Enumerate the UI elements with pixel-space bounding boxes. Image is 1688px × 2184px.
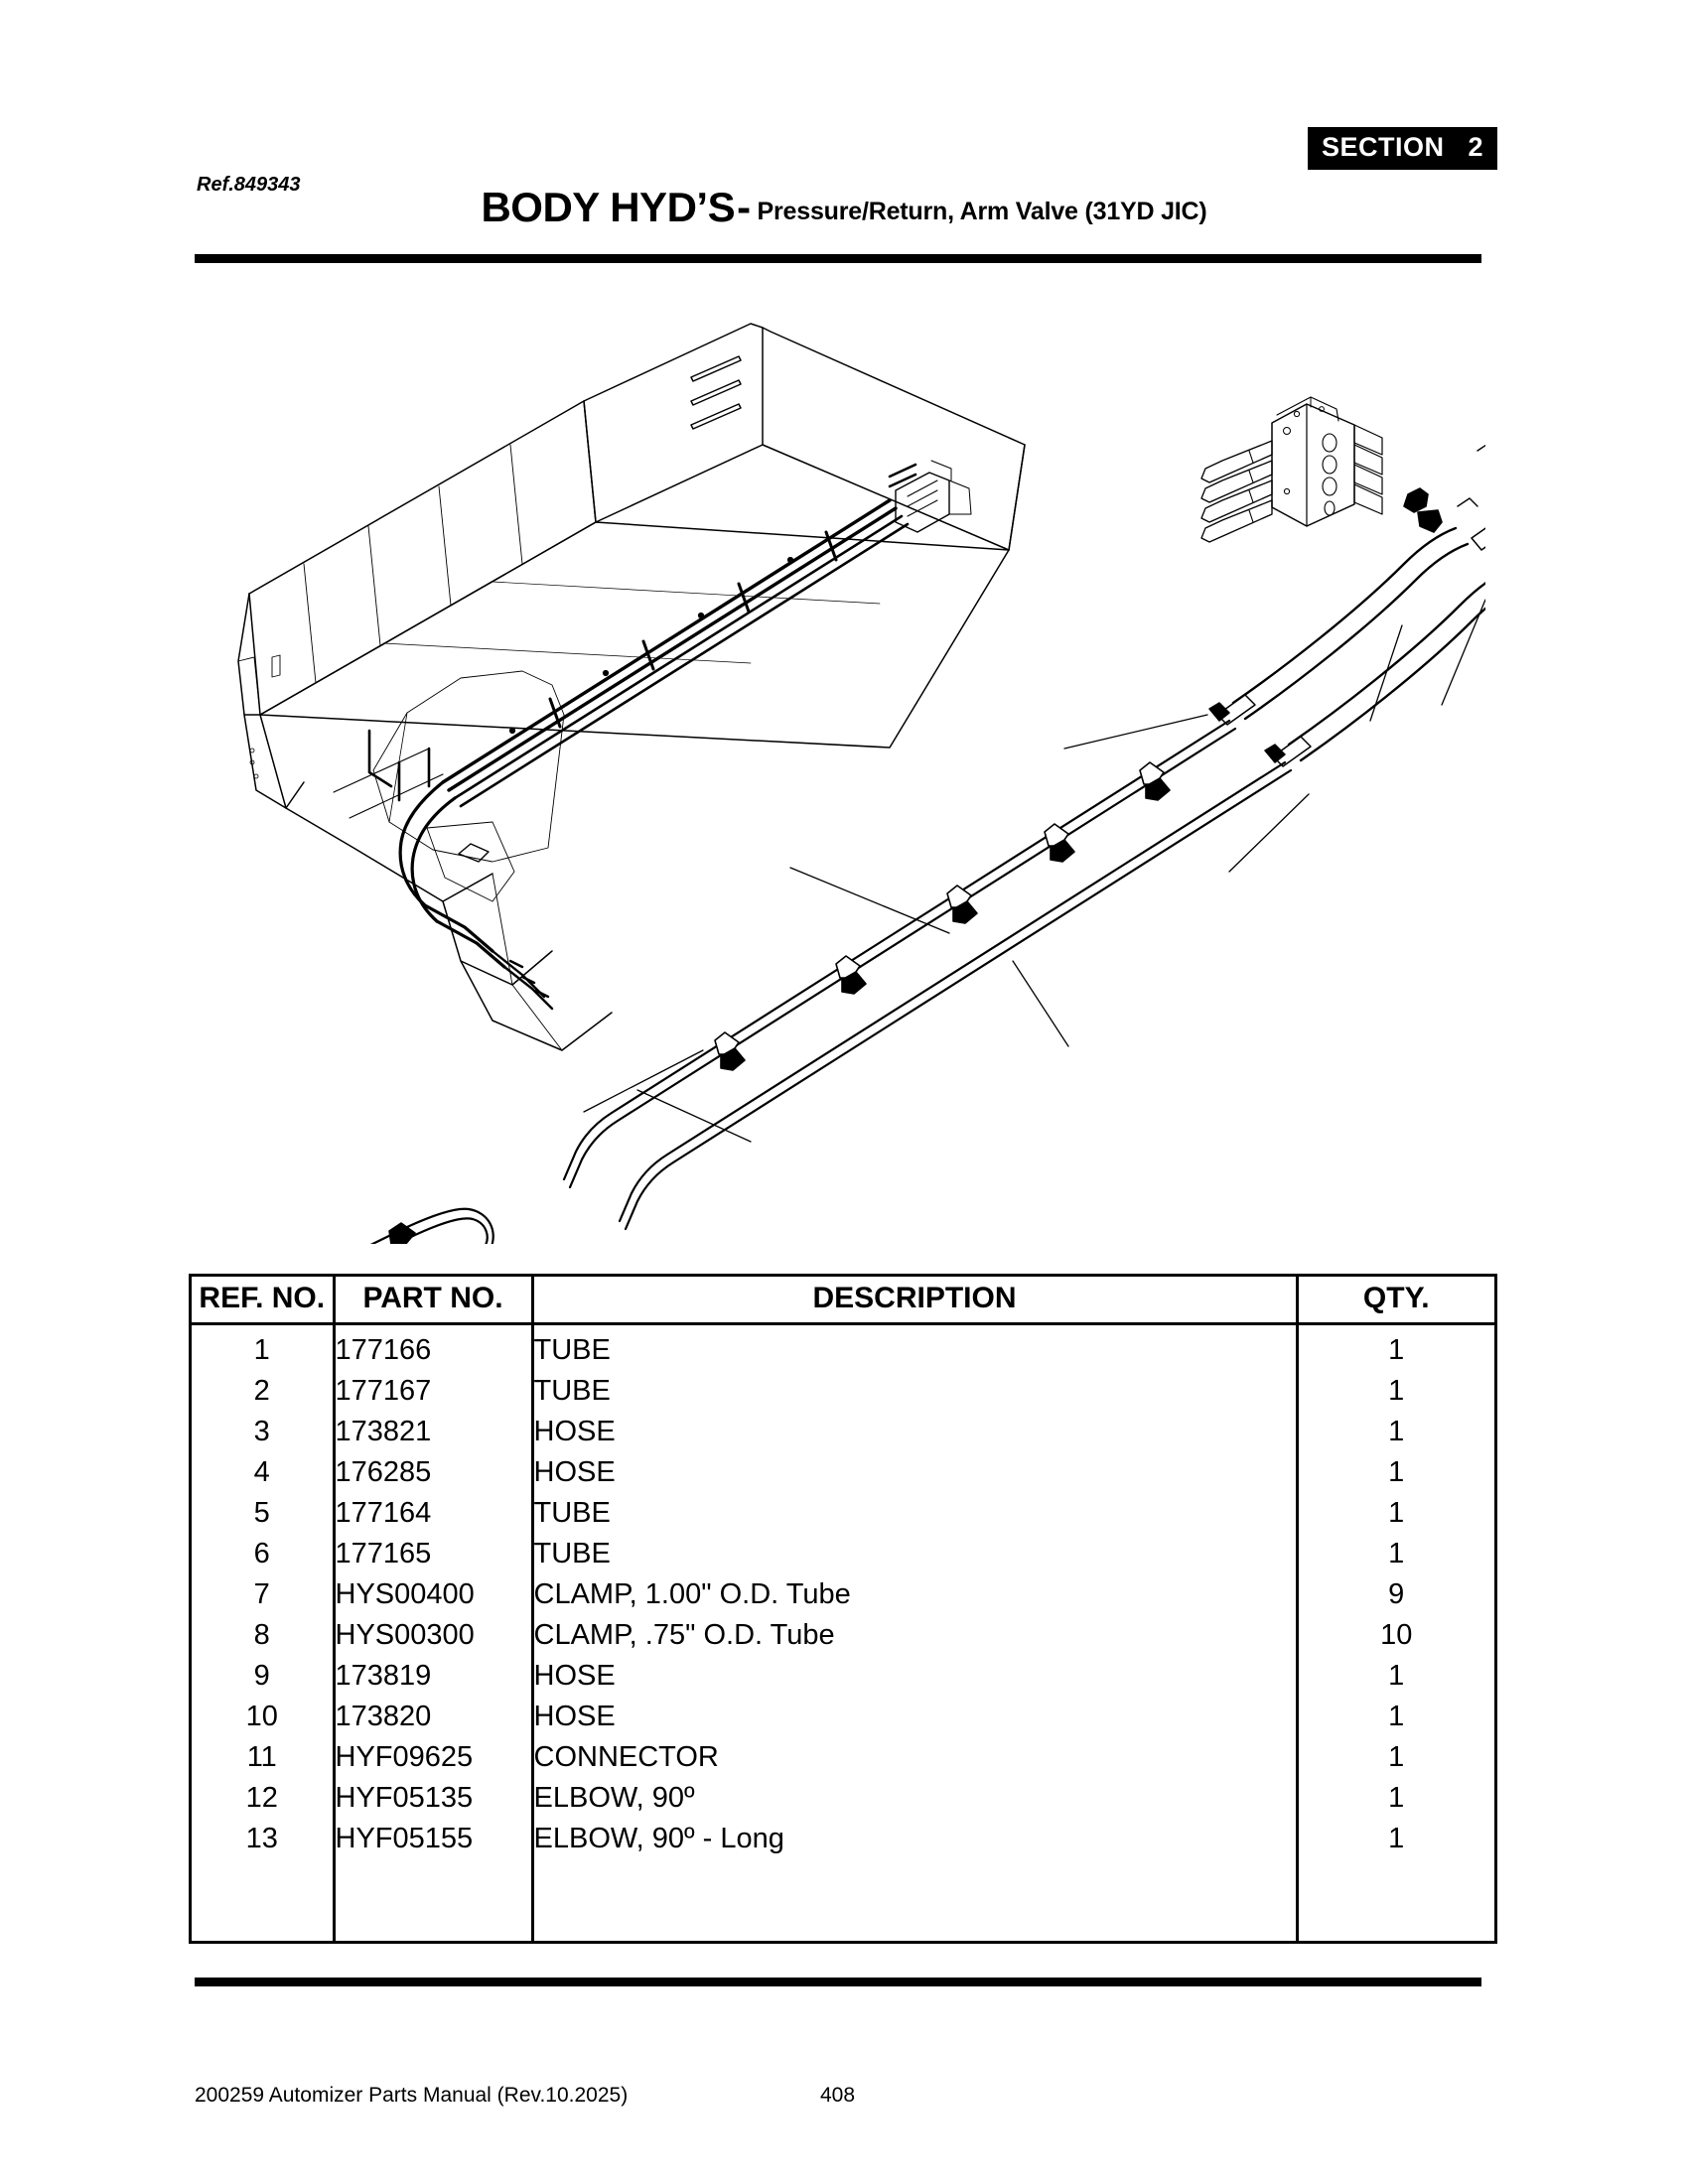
title-subtitle: Pressure/Return, Arm Valve (31YD JIC) bbox=[757, 198, 1207, 225]
cell-qty: 1 bbox=[1388, 1456, 1405, 1488]
cell-qty: 10 bbox=[1380, 1619, 1413, 1651]
cell-ref-no: 9 bbox=[192, 1656, 336, 1697]
arm-valve-manifold bbox=[1200, 396, 1383, 543]
cell-description: ELBOW, 90º - Long bbox=[532, 1819, 1299, 1859]
cell-part-no: HYF09625 bbox=[334, 1737, 534, 1778]
cell-qty: 1 bbox=[1388, 1701, 1405, 1732]
cell-part-no: 177164 bbox=[334, 1493, 534, 1534]
cell-ref-no: 2 bbox=[192, 1371, 336, 1412]
cell-qty: 1 bbox=[1388, 1782, 1405, 1814]
cell-description: CLAMP, 1.00" O.D. Tube bbox=[532, 1574, 1299, 1615]
cell-ref-no: 3 bbox=[192, 1412, 336, 1452]
cell-qty: 1 bbox=[1388, 1334, 1405, 1366]
cell-description: TUBE bbox=[532, 1534, 1299, 1574]
cell-ref-no: 7 bbox=[192, 1574, 336, 1615]
cell-part-no: 176285 bbox=[334, 1452, 534, 1493]
cell-ref-no: 5 bbox=[192, 1493, 336, 1534]
cell-part-no: HYF05155 bbox=[334, 1819, 534, 1859]
tube-clamps bbox=[714, 761, 1171, 1071]
title-main: BODY HYD’S bbox=[481, 184, 736, 230]
reference-number: Ref.849343 bbox=[197, 174, 301, 196]
cell-ref-no: 12 bbox=[192, 1778, 336, 1819]
table-header-row: REF. NO. PART NO. DESCRIPTION QTY. bbox=[192, 1277, 1494, 1325]
cell-description: HOSE bbox=[532, 1697, 1299, 1737]
cell-ref-no: 8 bbox=[192, 1615, 336, 1656]
cell-qty: 1 bbox=[1388, 1741, 1405, 1773]
cell-ref-no: 10 bbox=[192, 1697, 336, 1737]
cell-qty: 9 bbox=[1388, 1578, 1405, 1610]
section-label: SECTION bbox=[1321, 132, 1445, 162]
cell-description: HOSE bbox=[532, 1656, 1299, 1697]
long-tube-run bbox=[562, 719, 1293, 1231]
elbow-fittings-group bbox=[1403, 487, 1443, 533]
footer-page-number: 408 bbox=[820, 2084, 856, 2107]
hose-end-fittings bbox=[1208, 527, 1485, 767]
cell-part-no: HYS00400 bbox=[334, 1574, 534, 1615]
cell-part-no: 177165 bbox=[334, 1534, 534, 1574]
cell-part-no: HYF05135 bbox=[334, 1778, 534, 1819]
header-divider-rule bbox=[195, 254, 1481, 263]
cell-part-no: 173821 bbox=[334, 1412, 534, 1452]
cell-description: HOSE bbox=[532, 1412, 1299, 1452]
column-header-part-no: PART NO. bbox=[334, 1277, 534, 1325]
section-badge: SECTION 2 bbox=[1307, 127, 1497, 170]
cell-description: CLAMP, .75" O.D. Tube bbox=[532, 1615, 1299, 1656]
truck-body-assembly bbox=[237, 323, 1026, 1051]
cell-qty: 1 bbox=[1388, 1538, 1405, 1570]
cell-ref-no: 1 bbox=[192, 1330, 336, 1371]
cell-qty: 1 bbox=[1388, 1823, 1405, 1854]
cell-qty: 1 bbox=[1388, 1497, 1405, 1529]
cell-ref-no: 13 bbox=[192, 1819, 336, 1859]
pressure-return-hoses bbox=[1231, 526, 1485, 762]
cell-part-no: 177166 bbox=[334, 1330, 534, 1371]
exploded-parts-illustration bbox=[195, 266, 1485, 1244]
leader-lines-long-run bbox=[583, 599, 1485, 1143]
section-number: 2 bbox=[1468, 132, 1483, 162]
column-header-qty: QTY. bbox=[1297, 1277, 1494, 1325]
cell-qty: 1 bbox=[1388, 1416, 1405, 1447]
cell-part-no: 173820 bbox=[334, 1697, 534, 1737]
cell-part-no: HYS00300 bbox=[334, 1615, 534, 1656]
table-empty-row bbox=[192, 1859, 1494, 1900]
title-dash: - bbox=[737, 184, 752, 230]
cell-description: ELBOW, 90º bbox=[532, 1778, 1299, 1819]
header-rule-spacer bbox=[192, 1322, 1494, 1330]
footer-divider-rule bbox=[195, 1978, 1481, 1986]
column-header-description: DESCRIPTION bbox=[532, 1277, 1299, 1325]
cell-description: HOSE bbox=[532, 1452, 1299, 1493]
cell-part-no: 177167 bbox=[334, 1371, 534, 1412]
cell-qty: 1 bbox=[1388, 1375, 1405, 1407]
column-header-ref-no: REF. NO. bbox=[192, 1277, 336, 1325]
cell-description: CONNECTOR bbox=[532, 1737, 1299, 1778]
footer-document-title: 200259 Automizer Parts Manual (Rev.10.20… bbox=[195, 2084, 629, 2107]
cell-ref-no: 6 bbox=[192, 1534, 336, 1574]
cell-description: TUBE bbox=[532, 1371, 1299, 1412]
cell-ref-no: 11 bbox=[192, 1737, 336, 1778]
cell-part-no: 173819 bbox=[334, 1656, 534, 1697]
cell-qty: 1 bbox=[1388, 1660, 1405, 1692]
page-title: BODY HYD’S- Pressure/Return, Arm Valve (… bbox=[0, 184, 1688, 231]
table-empty-row bbox=[192, 1900, 1494, 1941]
cell-ref-no: 4 bbox=[192, 1452, 336, 1493]
lower-left-clamps bbox=[388, 1222, 416, 1244]
cell-description: TUBE bbox=[532, 1330, 1299, 1371]
cell-description: TUBE bbox=[532, 1493, 1299, 1534]
lower-left-tube-assembly bbox=[369, 1207, 494, 1244]
